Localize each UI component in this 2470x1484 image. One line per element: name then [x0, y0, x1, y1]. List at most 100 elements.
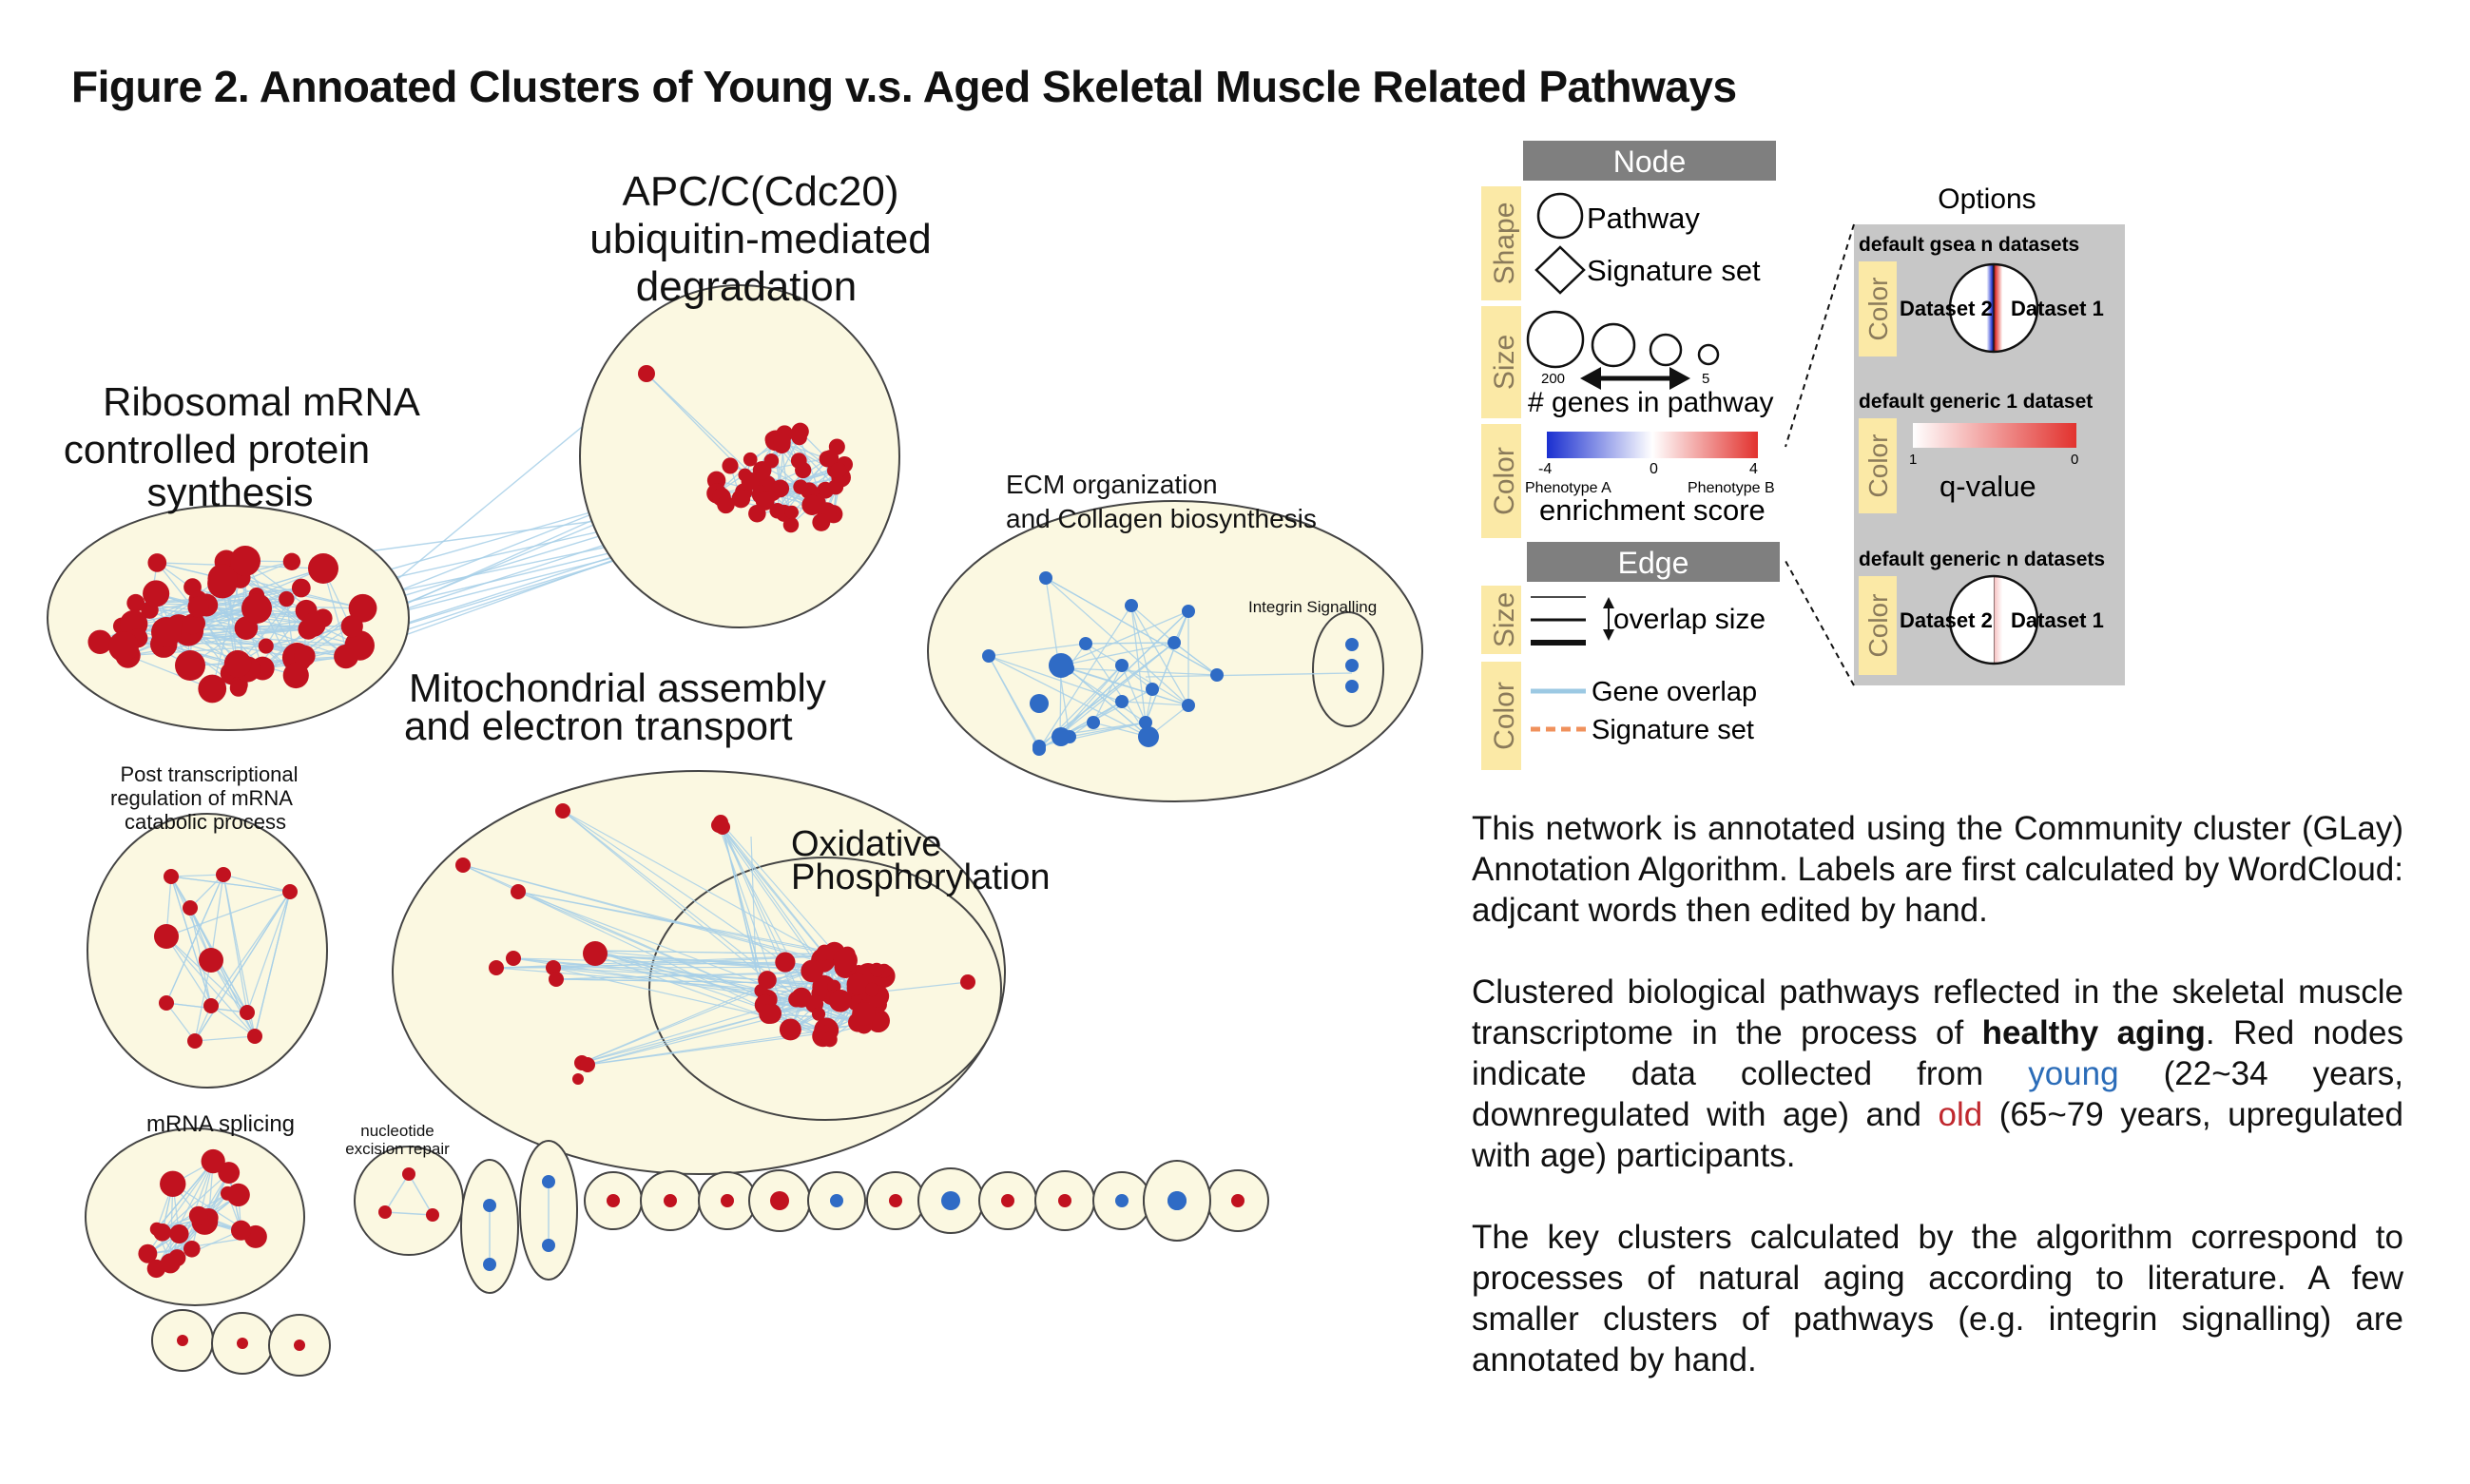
overlap-arrow-up-icon — [1603, 597, 1614, 608]
opt1-split-node-icon — [1948, 262, 2039, 354]
pathway-node — [715, 819, 730, 835]
pathway-node — [207, 564, 238, 594]
gene-overlap-edge — [587, 1000, 841, 1066]
gene-overlap-edge — [162, 1161, 214, 1233]
size-arrow-right-icon — [1669, 367, 1690, 390]
scale-max-label: 4 — [1749, 461, 1758, 477]
gene-overlap-edge — [1038, 605, 1132, 750]
gene-overlap-edge — [408, 1173, 434, 1216]
pathway-label: Pathway — [1587, 202, 1700, 235]
gene-overlap-edge — [170, 876, 212, 961]
gene-overlap-edge — [562, 810, 768, 981]
pathway-node — [1115, 1194, 1129, 1207]
pathway-node — [455, 858, 471, 873]
q-min-label: 1 — [1909, 452, 1917, 468]
pathway-node — [830, 462, 847, 479]
pathway-node — [138, 1243, 158, 1263]
gene-overlap-edge — [210, 891, 291, 1007]
gene-overlap-edge — [750, 836, 757, 971]
pathway-node — [542, 1239, 555, 1252]
pathway-node — [506, 951, 521, 966]
gene-overlap-edge — [722, 824, 757, 971]
color-tab — [1481, 424, 1521, 538]
q-max-label: 0 — [2071, 452, 2078, 468]
description-p1: This network is annotated using the Comm… — [1472, 810, 2403, 929]
opt3-color-tab — [1859, 576, 1897, 675]
pathway-node — [555, 803, 570, 819]
ribo-label-line1: Ribosomal mRNA — [103, 379, 420, 424]
pathway-node — [216, 867, 231, 882]
gene-overlap-edge — [210, 874, 224, 961]
pathway-node — [378, 1205, 392, 1219]
gene-overlap-edge — [211, 577, 241, 689]
pathway-node — [108, 631, 139, 662]
pathway-node — [1146, 683, 1159, 696]
pathway-node — [183, 1240, 201, 1258]
pathway-node — [889, 1194, 902, 1207]
gene-overlap-edge — [189, 874, 224, 909]
pathway-node — [542, 1175, 555, 1188]
pathway-node — [549, 972, 564, 987]
gene-overlap-edge — [1085, 643, 1149, 738]
gene-overlap-edge — [1059, 642, 1175, 736]
p2-young: young — [2028, 1055, 2119, 1092]
gene-overlap-edge — [716, 439, 777, 494]
qvalue-gradient-bar — [1913, 423, 2076, 448]
oxphos-label-line2: Phosphorylation — [791, 858, 1051, 897]
gene-overlap-edge — [127, 654, 213, 690]
gene-overlap-edge — [156, 1161, 214, 1230]
gene-overlap-edge — [165, 874, 224, 1004]
gene-overlap-edge — [988, 655, 1149, 738]
description-p3: The key clusters calculated by the algor… — [1472, 1219, 2403, 1378]
gene-overlap-edge — [210, 959, 256, 1037]
gene-overlap-edge — [587, 1012, 772, 1066]
opt2-color-tab-label: Color — [1863, 434, 1893, 498]
gene-overlap-edge — [1069, 722, 1147, 738]
pathway-node — [1231, 1194, 1245, 1207]
oxphos-label-line1: Oxidative — [791, 824, 941, 864]
pathway-node — [182, 613, 203, 635]
figure-title: Figure 2. Annoated Clusters of Young v.s… — [71, 62, 1737, 111]
pathway-node — [1125, 599, 1138, 612]
pathway-node — [188, 1205, 208, 1225]
opt2-title: default generic 1 dataset — [1859, 391, 2093, 413]
genes-in-pathway-label: # genes in pathway — [1528, 387, 1774, 418]
pathway-node — [294, 1339, 305, 1351]
pathway-node — [1345, 638, 1359, 651]
pathway-node — [1032, 742, 1046, 756]
size-200-circle-icon — [1526, 310, 1585, 369]
nucleotide-label-line1: nucleotide — [360, 1122, 434, 1140]
pathway-node — [1182, 699, 1195, 712]
color-tab-label: Color — [1489, 447, 1520, 515]
gene-overlap-edge — [246, 891, 291, 1013]
gene-overlap-edge — [194, 1035, 256, 1042]
pathway-node — [960, 974, 975, 990]
gene-overlap-edge — [384, 1211, 434, 1216]
gene-overlap-edge — [165, 1002, 196, 1042]
pathway-node — [229, 679, 247, 697]
pathway-node — [402, 1167, 415, 1181]
gene-overlap-edge — [170, 874, 224, 877]
pathway-node — [226, 1183, 250, 1206]
shape-tab — [1481, 186, 1521, 300]
mito-label-line1: Mitochondrial assembly — [409, 665, 826, 710]
ecm-label-line1: ECM organization — [1006, 470, 1218, 499]
signature-set-label: Signature set — [1587, 254, 1761, 287]
pathway-node — [721, 1194, 734, 1207]
p2-part-d: (65~79 years, upregulated with age) part… — [1472, 1096, 2403, 1174]
pathway-node — [811, 1007, 826, 1021]
enrichment-score-label: enrichment score — [1539, 493, 1766, 527]
ribo-label-line2: controlled protein — [64, 427, 370, 472]
pathway-node — [773, 433, 791, 452]
gene-overlap-edge — [988, 643, 1087, 657]
pathway-node — [483, 1199, 496, 1212]
pathway-node — [199, 948, 223, 973]
ecm-label-line2: and Collagen biosynthesis — [1006, 504, 1317, 533]
pathway-node — [1115, 659, 1129, 672]
gene-overlap-edge — [552, 967, 768, 981]
pathway-node — [741, 472, 760, 491]
pathway-node — [240, 1005, 255, 1020]
edge-header: Edge — [1618, 546, 1689, 580]
gene-overlap-edge — [1067, 667, 1218, 676]
